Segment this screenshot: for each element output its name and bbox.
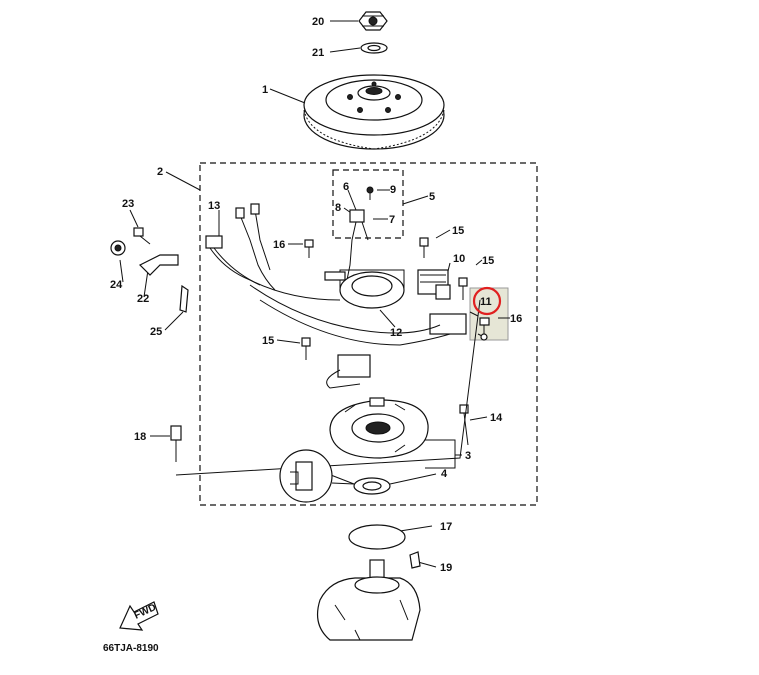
key-part[interactable] <box>409 551 421 569</box>
label-20: 20 <box>312 16 324 28</box>
bolt-part-15a[interactable] <box>419 237 429 258</box>
label-5: 5 <box>429 191 435 203</box>
label-2: 2 <box>157 166 163 178</box>
drawing-code: 66TJA-8190 <box>103 643 159 654</box>
connector-part[interactable] <box>205 235 341 301</box>
crankcase-part <box>317 559 421 641</box>
label-13: 13 <box>208 200 220 212</box>
cdi-unit-part[interactable] <box>417 269 451 300</box>
o-ring-part[interactable] <box>348 524 406 550</box>
label-10: 10 <box>453 253 465 265</box>
leader-lines <box>119 20 510 568</box>
label-4: 4 <box>441 468 448 480</box>
stator-base-part[interactable] <box>329 397 429 459</box>
bracket-part-22[interactable] <box>138 254 179 276</box>
oil-seal-part[interactable] <box>353 477 391 495</box>
label-1: 1 <box>262 84 268 96</box>
pulser-coil-part[interactable] <box>344 186 374 291</box>
collar-part-24[interactable] <box>110 240 126 256</box>
washer-part[interactable] <box>360 42 388 54</box>
label-11: 11 <box>480 296 492 308</box>
highlight-circle <box>472 286 502 316</box>
label-15b: 15 <box>482 255 494 267</box>
label-9: 9 <box>390 184 396 196</box>
label-6: 6 <box>343 181 349 193</box>
label-21: 21 <box>312 47 324 59</box>
ground-lead-part[interactable] <box>469 311 488 341</box>
label-25: 25 <box>150 326 162 338</box>
label-14: 14 <box>490 412 503 424</box>
label-16b: 16 <box>510 313 522 325</box>
long-bolt-part[interactable] <box>170 299 481 476</box>
oil-seal-detail-view <box>279 449 355 503</box>
label-12: 12 <box>390 327 402 339</box>
ignition-coil-part[interactable] <box>249 284 467 389</box>
charge-coil-part[interactable] <box>324 269 405 309</box>
nut-part[interactable] <box>358 11 388 31</box>
label-15a: 15 <box>452 225 464 237</box>
bolt-part-15b[interactable] <box>458 277 468 300</box>
fwd-arrow-icon: FWD <box>119 601 159 631</box>
label-19: 19 <box>440 562 452 574</box>
bolt-part-23[interactable] <box>133 227 151 245</box>
clip-part-25[interactable] <box>179 284 189 313</box>
label-15c: 15 <box>262 335 274 347</box>
part-labels: 20 21 1 2 6 9 5 8 7 13 16 15 10 15 11 16… <box>110 16 522 574</box>
screw-part-16a[interactable] <box>304 239 314 258</box>
label-8: 8 <box>335 202 341 214</box>
label-3: 3 <box>465 450 471 462</box>
label-23: 23 <box>122 198 134 210</box>
label-18: 18 <box>134 431 146 443</box>
label-22: 22 <box>137 293 149 305</box>
label-24: 24 <box>110 279 123 291</box>
label-16a: 16 <box>273 239 285 251</box>
label-17: 17 <box>440 521 452 533</box>
flywheel-part[interactable] <box>303 74 445 150</box>
wire-terminals <box>235 203 276 291</box>
label-7: 7 <box>389 214 395 226</box>
bolt-part-15c[interactable] <box>301 337 311 360</box>
